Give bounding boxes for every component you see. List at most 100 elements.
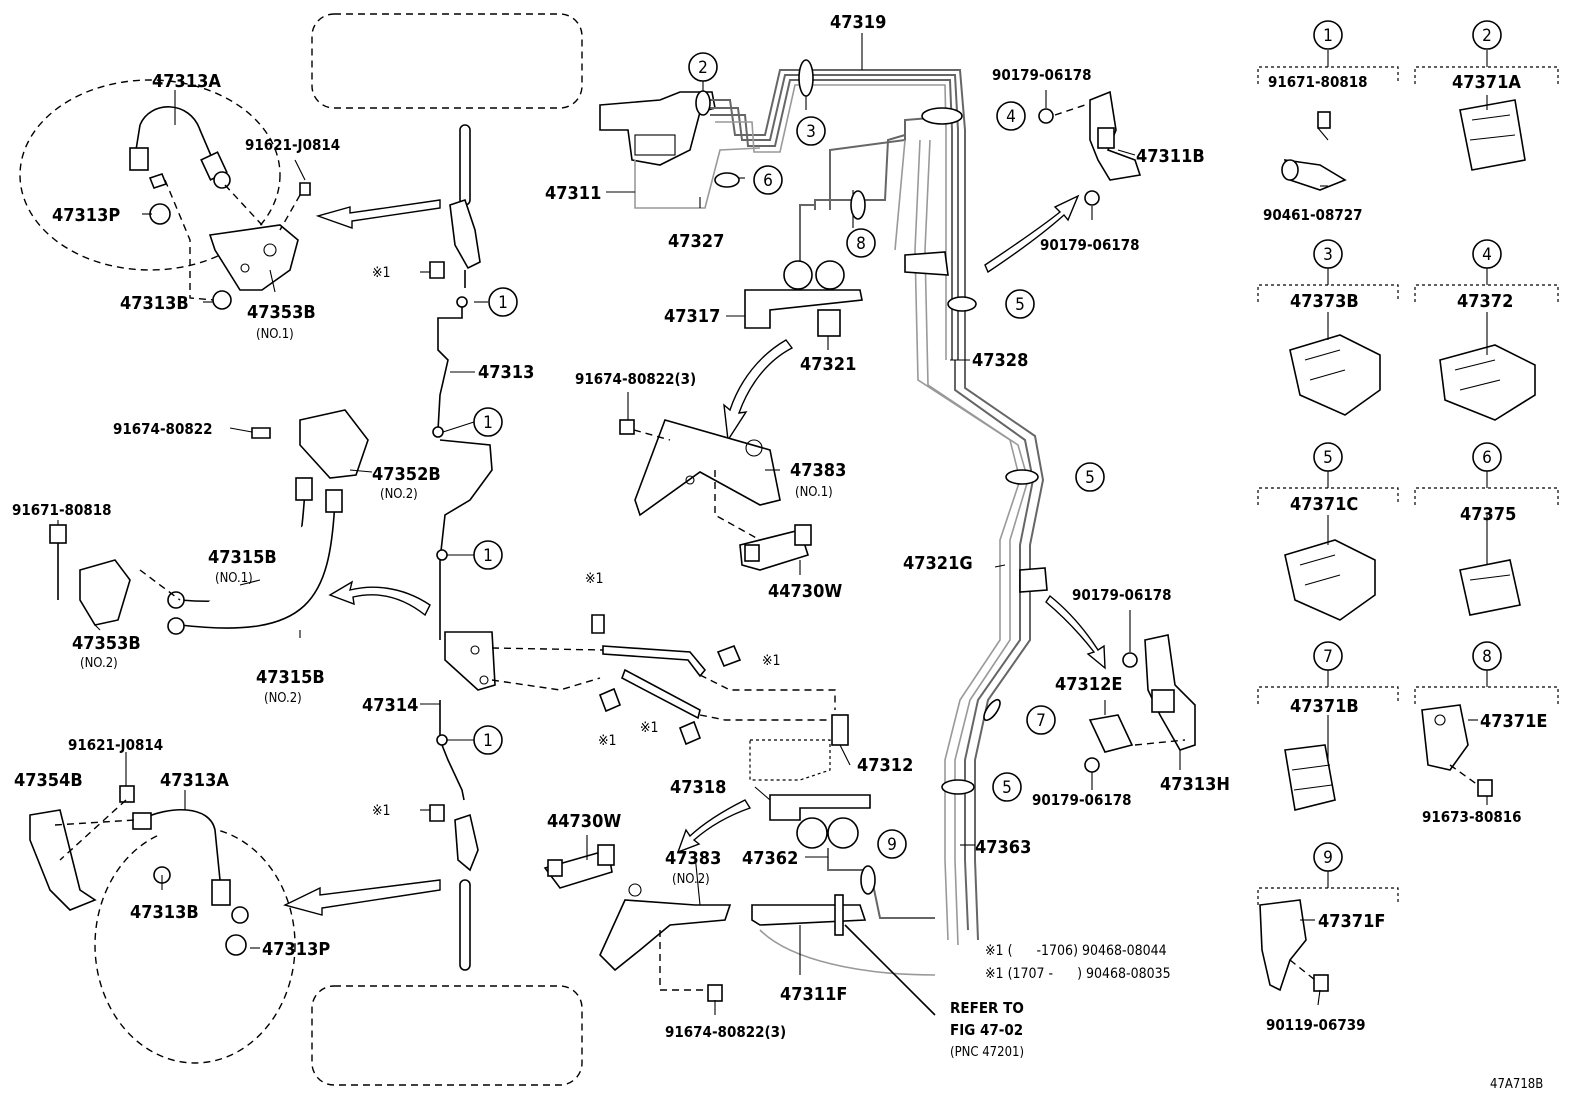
hose-47315B-no2	[179, 499, 336, 629]
svg-text:2: 2	[698, 58, 708, 78]
label-47362: 47362	[742, 848, 798, 869]
svg-text:4: 4	[1006, 107, 1016, 127]
label-90179-c: 90179-06178	[1072, 586, 1172, 604]
legend-shape-8	[1421, 704, 1493, 797]
legend-shape-7	[1284, 744, 1336, 811]
legend-callout-3: 3	[1313, 239, 1343, 269]
label-47383-no2-sub: (NO.2)	[672, 872, 710, 887]
label-47313H: 47313H	[1160, 774, 1230, 795]
note-kome1-late: ※1 (1707 - ) 90468-08035	[985, 966, 1171, 982]
legend-callout-9: 9	[1313, 842, 1343, 872]
label-kome1-b: ※1	[372, 803, 391, 819]
legend-callout-7: 7	[1313, 641, 1343, 671]
callout-5a: 5	[1005, 289, 1035, 319]
bracket-47383-no1	[634, 419, 781, 517]
label-47354B: 47354B	[14, 770, 83, 791]
bracket-top	[449, 198, 481, 270]
hose-end-fitting	[129, 147, 149, 171]
label-kome1-e: ※1	[640, 720, 659, 736]
clip-kome1-c	[591, 614, 605, 634]
svg-text:5: 5	[1002, 778, 1012, 798]
legend-label-47371E: 47371E	[1480, 711, 1547, 732]
clip-kome1-a	[429, 261, 445, 279]
legend-shape-5	[1284, 539, 1376, 621]
callout-1a: 1	[488, 287, 518, 317]
brake-line-47314	[439, 439, 493, 640]
hose-47313A-top	[139, 106, 216, 166]
bracket-47353B-no2	[79, 559, 131, 626]
label-kome1-c: ※1	[585, 571, 604, 587]
label-44730W-bottom: 44730W	[547, 811, 621, 832]
svg-text:9: 9	[1323, 848, 1333, 868]
part-labels: 47313A 91621-J0814 47313P 47313B 47353B …	[12, 12, 1547, 1092]
label-47313B-bottom: 47313B	[130, 902, 199, 923]
label-pnc-47201: (PNC 47201)	[950, 1045, 1024, 1060]
label-90179-b: 90179-06178	[1040, 236, 1140, 254]
label-91674-bottom: 91674-80822(3)	[665, 1023, 786, 1041]
label-47313P-top: 47313P	[52, 205, 120, 226]
label-refer-to: REFER TO	[950, 999, 1024, 1017]
label-47363: 47363	[975, 837, 1031, 858]
blank-box-bottom	[311, 985, 583, 1086]
callout-5b: 5	[1075, 462, 1105, 492]
svg-text:6: 6	[763, 171, 773, 191]
label-kome1-d: ※1	[762, 653, 781, 669]
svg-text:8: 8	[856, 234, 866, 254]
diagram-id: 47A718B	[1490, 1077, 1543, 1092]
label-47352B: 47352B	[372, 464, 441, 485]
callout-8: 8	[846, 228, 876, 258]
callout-5c: 5	[992, 772, 1022, 802]
legend-label-47371B: 47371B	[1290, 696, 1359, 717]
legend-label-47371F: 47371F	[1318, 911, 1385, 932]
label-47353B-no1-sub: (NO.1)	[256, 327, 294, 342]
left-assembly	[19, 13, 583, 1086]
clip-47313P-bottom	[225, 934, 247, 956]
svg-text:3: 3	[1323, 245, 1333, 265]
joint-47312E	[1088, 714, 1134, 753]
note-kome1-early: ※1 ( -1706) 90468-08044	[985, 943, 1167, 959]
svg-text:1: 1	[483, 546, 493, 566]
label-47311: 47311	[545, 183, 601, 204]
label-47314: 47314	[362, 695, 418, 716]
legend-callout-5: 5	[1313, 442, 1343, 472]
legend-shape-3	[1289, 334, 1381, 416]
brake-line-rod-top	[459, 124, 471, 206]
svg-text:9: 9	[887, 835, 897, 855]
svg-text:5: 5	[1085, 468, 1095, 488]
label-47353B-no2: 47353B	[72, 633, 141, 654]
label-47311F: 47311F	[780, 984, 847, 1005]
label-91621-top: 91621-J0814	[245, 136, 340, 154]
legend-panel	[1257, 50, 1559, 992]
callout-1d: 1	[473, 725, 503, 755]
clip-kome1-f	[678, 720, 702, 746]
valve-47317	[744, 289, 863, 329]
label-91674-mid: 91674-80822(3)	[575, 370, 696, 388]
blank-box-top	[311, 13, 583, 109]
arrow-bottom-left	[283, 879, 441, 916]
bracket-47311B	[1089, 90, 1142, 181]
callout-9: 9	[877, 829, 907, 859]
legend-label-47373B: 47373B	[1290, 291, 1359, 312]
valve-47318	[769, 794, 871, 821]
legend-label-91673: 91673-80816	[1422, 808, 1522, 826]
label-47312E: 47312E	[1055, 674, 1122, 695]
legend-shape-1	[1281, 111, 1347, 191]
svg-text:1: 1	[483, 731, 493, 751]
label-47313B-top: 47313B	[120, 293, 189, 314]
leader-lines	[57, 33, 1488, 1015]
clip-kome1-b	[429, 804, 445, 822]
legend-shape-2	[1459, 99, 1526, 171]
svg-text:2: 2	[1482, 26, 1492, 46]
label-47353B-no2-sub: (NO.2)	[80, 656, 118, 671]
clip-47313P-top	[149, 203, 171, 225]
clip-markers	[695, 59, 1039, 895]
svg-text:3: 3	[806, 122, 816, 142]
arrow-top-left	[315, 199, 441, 229]
svg-text:7: 7	[1323, 647, 1333, 667]
callout-2: 2	[688, 52, 718, 82]
hose-47313A-bottom	[139, 809, 221, 881]
callout-circles: 1 1 1 1 2 3 4 5 5 5 6 7 8 9 1 2 3 4 5 6 …	[473, 20, 1502, 872]
master-cylinder-47311	[599, 91, 716, 166]
label-91671-left: 91671-80818	[12, 501, 112, 519]
rod-center-b	[621, 668, 701, 720]
